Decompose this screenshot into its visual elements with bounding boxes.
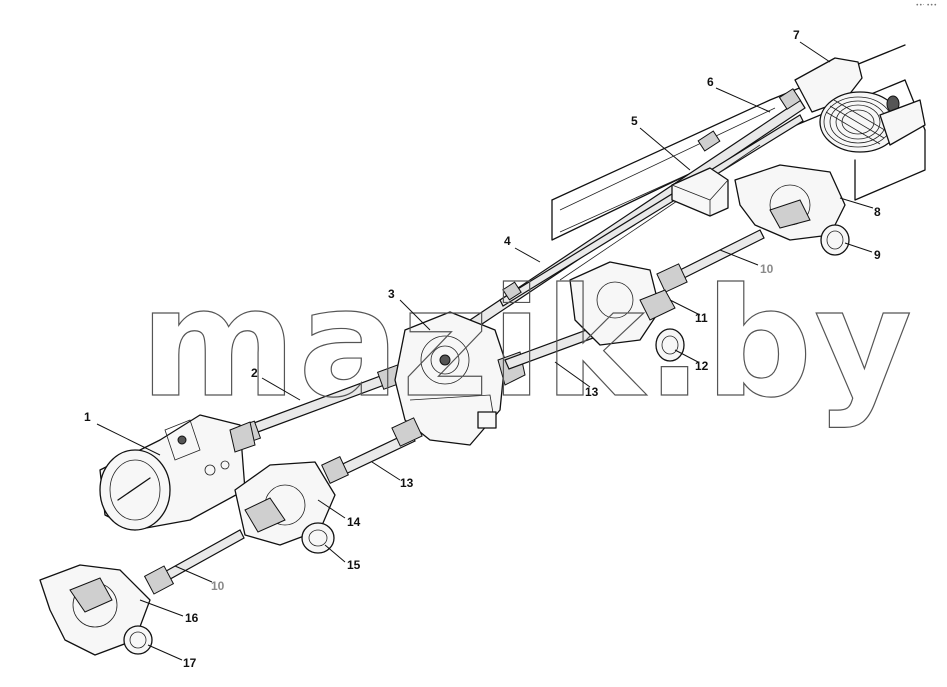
callout-16: 16 xyxy=(185,611,199,625)
callout-5: 5 xyxy=(631,114,638,128)
callout-11: 11 xyxy=(695,311,708,325)
callout-9: 9 xyxy=(874,248,881,262)
propeller-shaft-to-middle-axle xyxy=(321,417,423,484)
front-axle xyxy=(234,461,336,554)
callout-13-lower: 13 xyxy=(400,476,414,490)
callout-3: 3 xyxy=(388,287,395,301)
callout-6: 6 xyxy=(707,75,714,89)
corner-mark: ••· ••• xyxy=(915,2,937,9)
callout-17: 17 xyxy=(183,656,197,670)
callout-14: 14 xyxy=(347,515,361,529)
gearbox xyxy=(99,414,256,531)
rear-axle-shaft xyxy=(656,229,765,293)
callout-10-front: 10 xyxy=(211,579,225,593)
callout-8: 8 xyxy=(874,205,881,219)
callout-10-rear: 10 xyxy=(760,262,774,276)
winch-drive-shaft xyxy=(469,88,806,329)
leader-lines xyxy=(96,41,874,661)
callout-15: 15 xyxy=(347,558,361,572)
watermark-text: mazik.by xyxy=(140,257,914,431)
rear-axle xyxy=(734,164,850,256)
callout-4: 4 xyxy=(504,234,511,248)
callout-13-upper: 13 xyxy=(585,385,599,399)
middle-axle xyxy=(569,261,685,362)
callout-7: 7 xyxy=(793,28,800,42)
callout-1: 1 xyxy=(84,410,91,424)
callout-2: 2 xyxy=(251,366,258,380)
front-axle-shaft xyxy=(143,529,245,595)
winch-drum-rope xyxy=(823,96,893,148)
callout-labels: 1 2 3 4 5 6 7 8 9 10 11 12 13 13 14 15 1… xyxy=(84,28,881,670)
callout-12: 12 xyxy=(695,359,709,373)
winch xyxy=(794,57,926,153)
steering-axle xyxy=(39,564,153,656)
intermediate-support xyxy=(671,167,729,217)
